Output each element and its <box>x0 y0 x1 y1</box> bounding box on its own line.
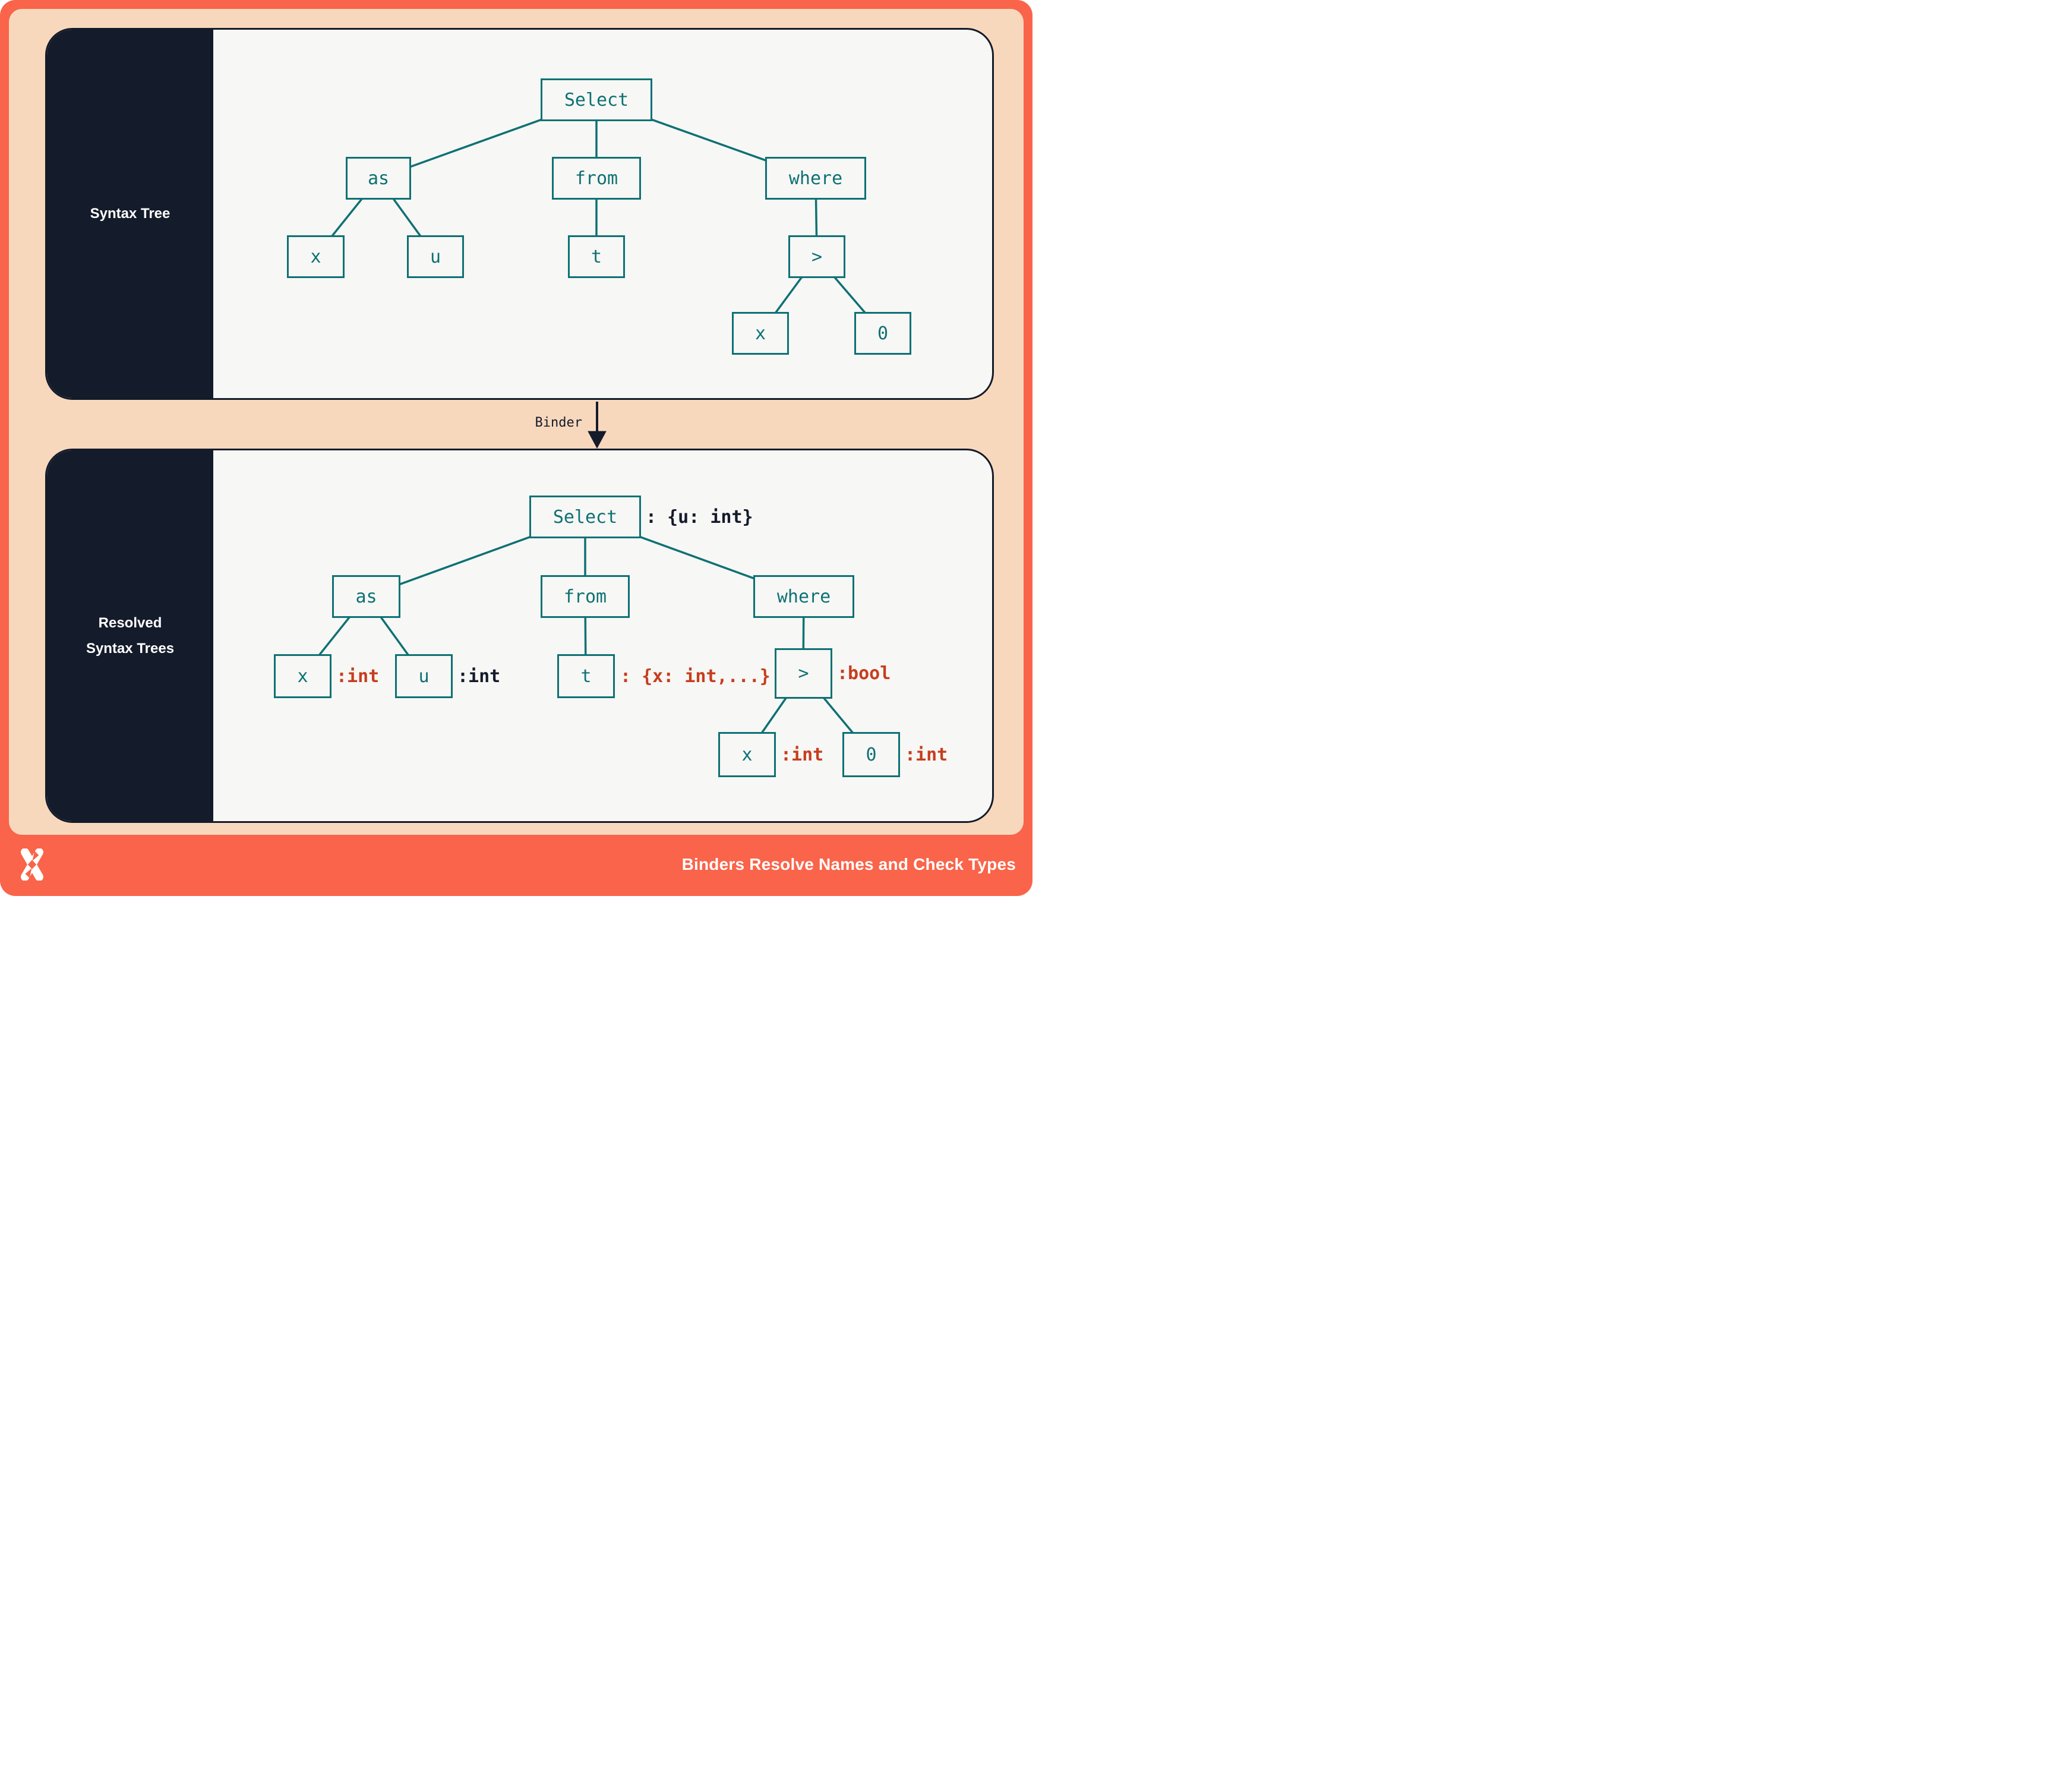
resolved-node-u: u <box>395 654 453 698</box>
syntax-tree-panel: Syntax Tree <box>45 28 994 400</box>
syntax-tree-sidebar: Syntax Tree <box>47 30 213 398</box>
panel-title: Syntax Tree <box>90 206 170 222</box>
panel-title: Resolved Syntax Trees <box>86 610 174 661</box>
top-node-where: where <box>765 157 866 200</box>
top-node-zero: 0 <box>854 312 911 355</box>
infographic-slide: Syntax Tree Resolved Syntax Trees <box>0 0 1032 896</box>
binder-label: Binder <box>535 415 582 430</box>
panel-title-line2: Syntax Trees <box>86 641 175 657</box>
top-node-t: t <box>568 235 625 278</box>
top-node-select: Select <box>541 78 652 121</box>
top-node-u: u <box>407 235 464 278</box>
top-node-as: as <box>346 157 411 200</box>
type-annotation-x-right: :int <box>781 744 824 765</box>
resolved-syntax-trees-panel: Resolved Syntax Trees <box>45 449 994 823</box>
resolved-syntax-trees-sidebar: Resolved Syntax Trees <box>47 450 213 821</box>
top-node-x-left: x <box>287 235 345 278</box>
top-node-greater-than: > <box>788 235 845 278</box>
brand-x-logo-icon <box>21 848 43 881</box>
type-annotation-greater-than: :bool <box>837 663 891 684</box>
resolved-node-select: Select <box>529 496 641 538</box>
top-node-x-right: x <box>732 312 789 355</box>
type-annotation-u: :int <box>457 665 501 687</box>
resolved-node-from: from <box>541 575 630 618</box>
panel-title-line1: Resolved <box>98 614 162 631</box>
type-annotation-t: : {x: int,...} <box>620 665 771 687</box>
footer-caption: Binders Resolve Names and Check Types <box>681 855 1016 873</box>
resolved-node-x-left: x <box>274 654 331 698</box>
type-annotation-select: : {u: int} <box>646 506 753 528</box>
resolved-node-zero: 0 <box>842 732 900 777</box>
resolved-node-t: t <box>557 654 615 698</box>
type-annotation-zero: :int <box>905 744 948 765</box>
top-node-from: from <box>552 157 641 200</box>
resolved-node-greater-than: > <box>775 648 832 699</box>
type-annotation-x-left: :int <box>336 665 380 687</box>
resolved-node-where: where <box>753 575 854 618</box>
resolved-node-as: as <box>332 575 400 618</box>
resolved-node-x-right: x <box>718 732 776 777</box>
